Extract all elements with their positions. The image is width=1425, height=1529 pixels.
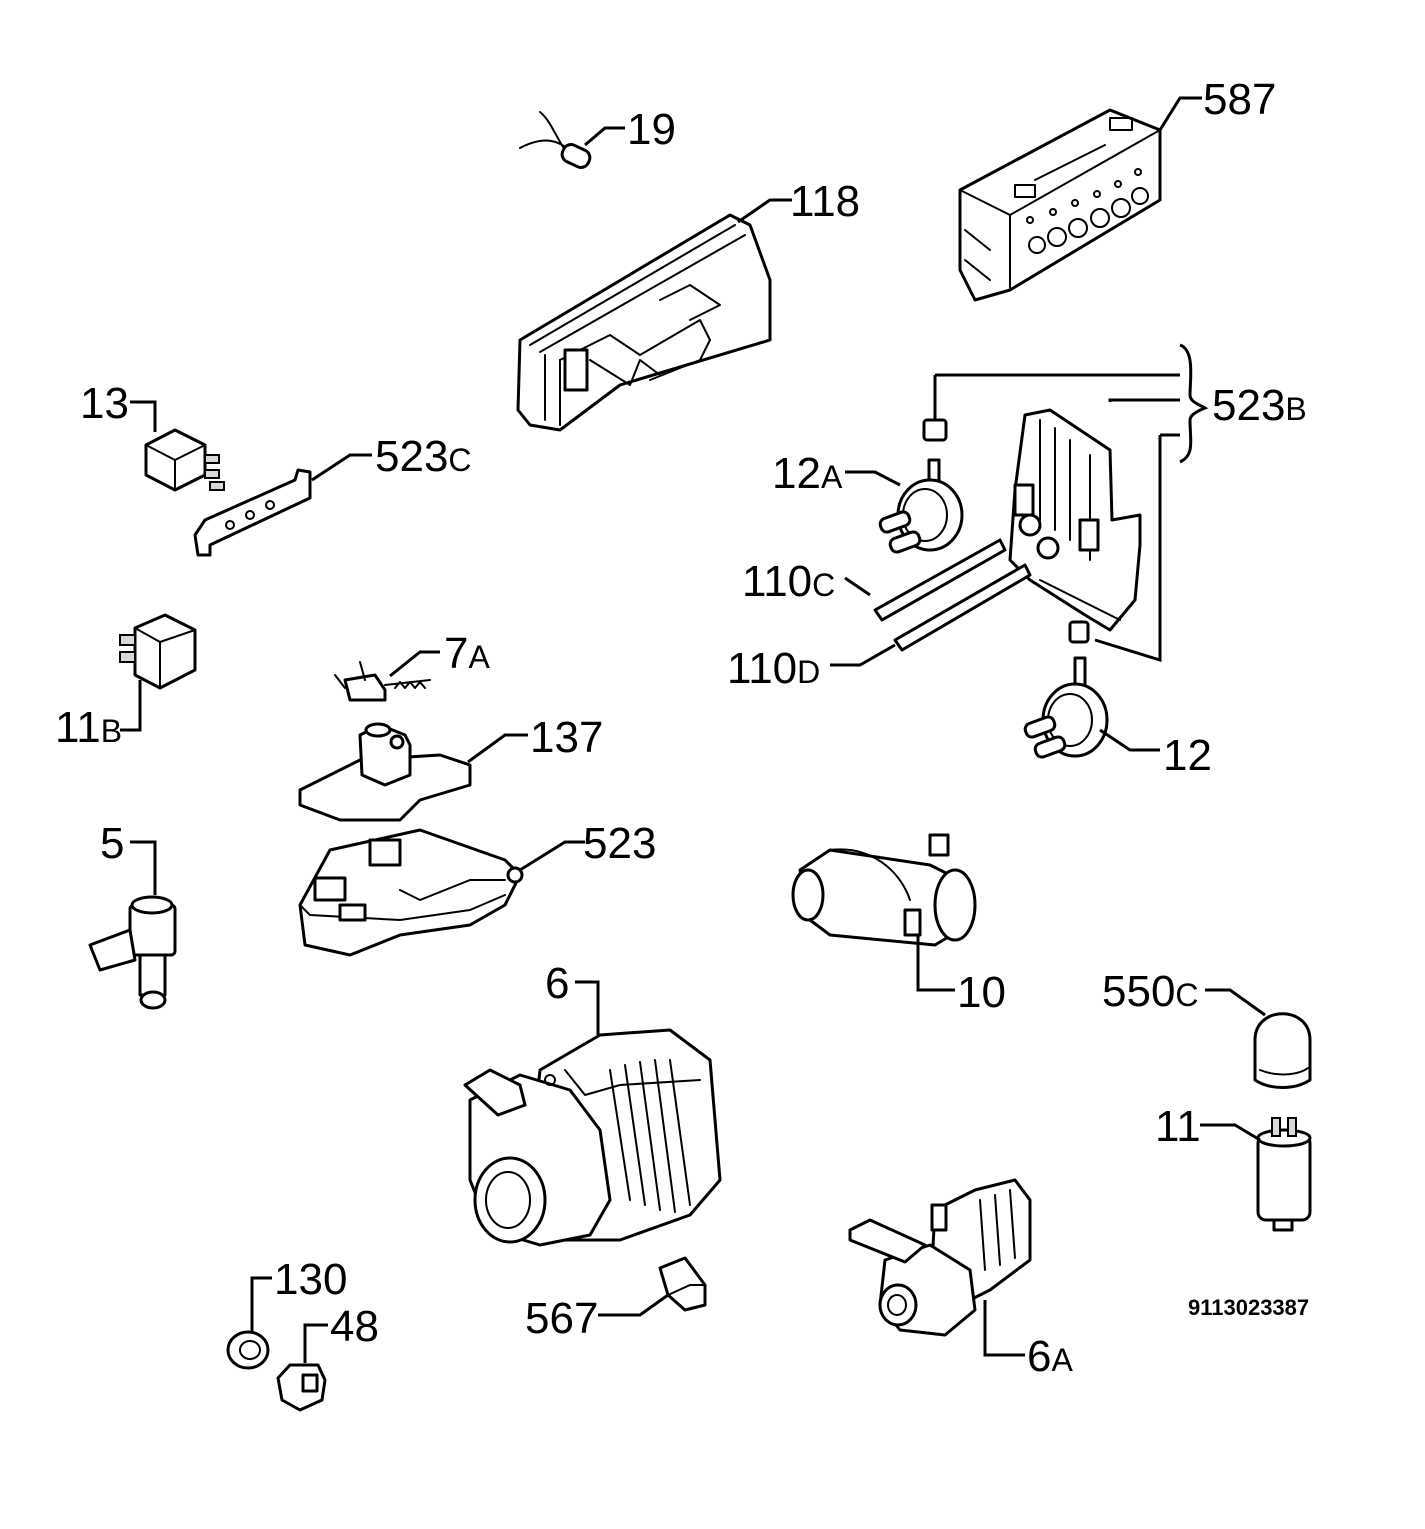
part-6a-drain-pump — [848, 1178, 1032, 1337]
leader-13 — [130, 400, 157, 432]
part-11b-relay — [119, 613, 197, 690]
label-13: 13 — [80, 379, 129, 428]
brace-523b — [1179, 343, 1209, 464]
label-7a: 7A — [444, 629, 490, 678]
part-137-float-cover — [298, 722, 472, 822]
part-6-pump-motor — [463, 1028, 722, 1247]
part-523-sump — [298, 828, 524, 957]
part-523c-bracket — [193, 468, 312, 557]
label-110c: 110C — [742, 557, 835, 606]
label-6: 6 — [545, 959, 569, 1008]
part-48-plug — [276, 1363, 327, 1412]
leader-567 — [598, 1293, 669, 1317]
part-567-clip — [658, 1256, 707, 1312]
label-130: 130 — [274, 1255, 347, 1304]
leader-10 — [916, 935, 955, 992]
leader-19 — [584, 126, 625, 147]
label-11b: 11B — [55, 703, 122, 752]
label-587: 587 — [1203, 75, 1276, 124]
label-48: 48 — [330, 1302, 379, 1351]
label-110d: 110D — [727, 644, 820, 693]
label-6a: 6A — [1027, 1332, 1073, 1381]
part-110d-hose — [893, 563, 1032, 652]
leader-12 — [1099, 728, 1160, 752]
part-12-pressure-switch — [1023, 620, 1109, 759]
part-19-sensor — [519, 111, 592, 169]
leader-6 — [575, 980, 600, 1035]
part-130-seal — [226, 1330, 270, 1370]
leader-110d — [830, 643, 896, 667]
label-523c: 523C — [375, 432, 472, 481]
leader-11 — [1200, 1123, 1261, 1142]
part-7a-microswitch — [334, 661, 431, 702]
leader-5 — [130, 840, 157, 895]
leader-523c — [311, 453, 372, 482]
label-550c: 550C — [1102, 967, 1199, 1016]
part-118-dispenser — [516, 213, 772, 432]
label-137: 137 — [530, 713, 603, 762]
leader-523b-bot — [1094, 433, 1180, 663]
label-19: 19 — [627, 105, 676, 154]
label-523b: 523B — [1212, 381, 1307, 430]
label-11: 11 — [1155, 1102, 1201, 1151]
part-11-capacitor — [1256, 1117, 1312, 1232]
label-10: 10 — [957, 968, 1006, 1017]
part-12a-pressure-switch — [878, 458, 964, 554]
leader-550c — [1205, 988, 1266, 1017]
part-523b-cap — [922, 418, 948, 442]
part-587-control-module — [958, 108, 1162, 302]
label-523: 523 — [583, 819, 656, 868]
leader-7a — [389, 650, 440, 678]
leader-11b — [120, 680, 142, 732]
leader-48 — [303, 1323, 328, 1363]
leader-523b-mid — [1108, 398, 1180, 402]
leader-130 — [250, 1276, 272, 1332]
leader-137 — [467, 733, 528, 764]
leader-110c — [844, 576, 871, 597]
leader-12a — [845, 470, 901, 487]
part-13-switch — [144, 428, 225, 492]
label-12: 12 — [1163, 731, 1212, 780]
part-5-inlet-valve — [88, 895, 177, 1010]
leader-118 — [737, 198, 792, 224]
label-12a: 12A — [772, 449, 843, 498]
part-523b-bracket — [1008, 408, 1142, 632]
part-550c-cap — [1253, 1012, 1312, 1089]
part-10-heater — [791, 833, 977, 947]
label-5: 5 — [100, 819, 124, 868]
leader-587 — [1158, 96, 1202, 131]
label-118: 118 — [790, 177, 860, 226]
drawing-code: 9113023387 — [1188, 1295, 1309, 1320]
leader-523 — [519, 840, 585, 872]
leader-6a — [983, 1300, 1025, 1357]
label-567: 567 — [525, 1294, 598, 1343]
part-110c-hose — [873, 538, 1007, 622]
